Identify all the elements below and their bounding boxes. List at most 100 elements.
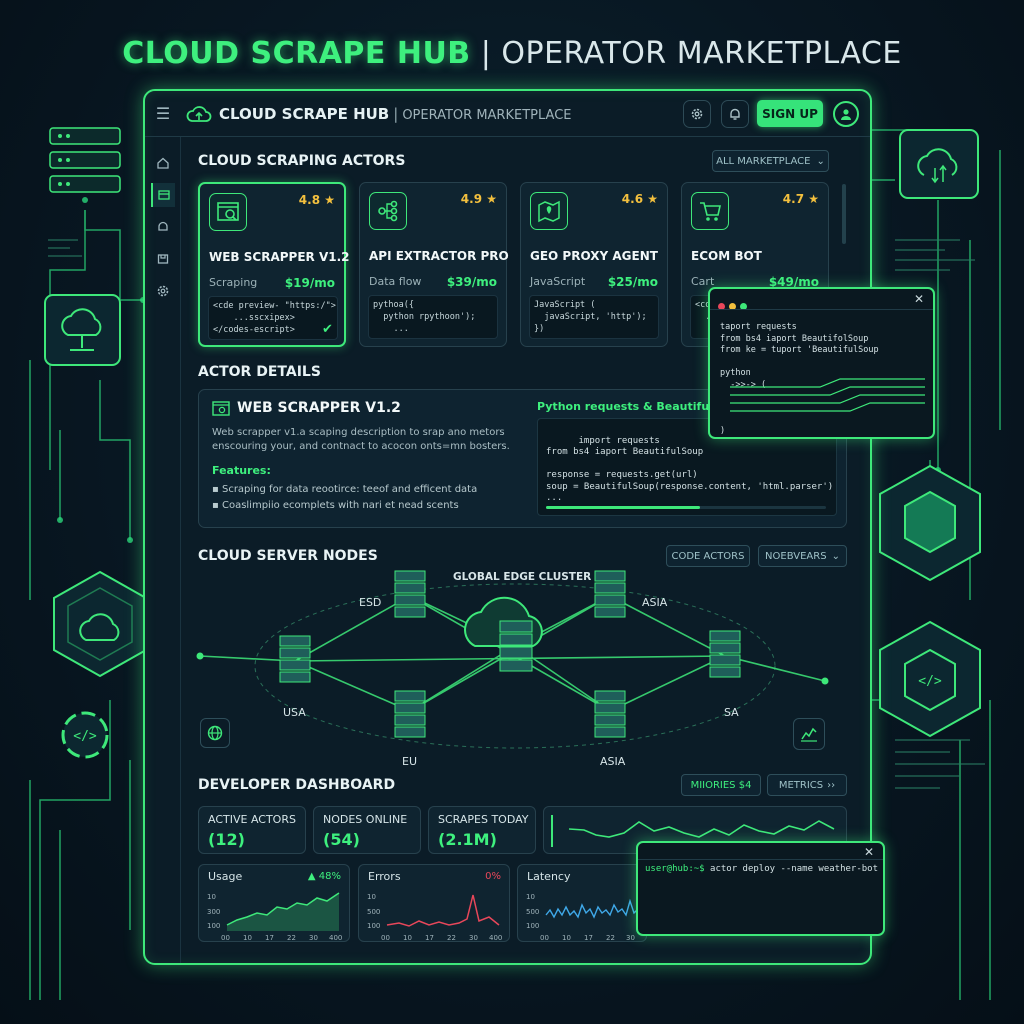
actor-price: $49/mo xyxy=(768,275,819,289)
actor-name: API EXTRACTOR PRO xyxy=(369,249,509,263)
globe-icon xyxy=(207,725,223,741)
stat-value: (2.1M) xyxy=(438,830,497,849)
scrollbar[interactable] xyxy=(842,184,846,244)
popup-code-text: taport requests from bs4 iaport Beautifo… xyxy=(720,322,879,436)
app-title-sep: | xyxy=(393,104,399,123)
check-icon: ✔ xyxy=(322,322,333,337)
errors-chart: Errors 0% 10 500 100 00 10 17 22 30 400 xyxy=(358,864,510,942)
sidebar-item-packages[interactable] xyxy=(151,247,175,271)
y-tick: 500 xyxy=(526,908,539,916)
code-popup-window[interactable]: ✕ taport requests from bs4 iaport Beauti… xyxy=(708,287,935,439)
server-node-usa[interactable] xyxy=(279,635,311,683)
actor-name: ECOM BOT xyxy=(691,249,762,263)
code-snippet-text: import requests from bs4 iaport Beautifu… xyxy=(546,435,834,504)
web-scraper-icon xyxy=(212,401,230,416)
actor-name: GEO PROXY AGENT xyxy=(530,249,658,263)
app-title-main: CLOUD SCRAPE HUB xyxy=(219,104,390,123)
chart-label: Usage xyxy=(208,870,243,883)
node-label-usa: USA xyxy=(283,706,306,719)
app-title: CLOUD SCRAPE HUB|OPERATOR MARKETPLACE xyxy=(219,105,571,123)
nodes-dropdown[interactable]: NOEBVEARS⌄ xyxy=(758,545,847,567)
close-icon[interactable]: ✕ xyxy=(863,845,874,859)
server-node-asia-south[interactable] xyxy=(594,690,626,738)
package-icon xyxy=(157,254,169,264)
x-tick: 10 xyxy=(403,934,412,942)
sign-up-button[interactable]: SIGN UP xyxy=(757,100,823,127)
y-tick: 10 xyxy=(367,893,376,901)
actor-card-geo-proxy[interactable]: 4.6 ★ GEO PROXY AGENT JavaScript $25/mo … xyxy=(520,182,668,347)
server-node-eu[interactable] xyxy=(394,690,426,738)
metrics-button[interactable]: METRICS›› xyxy=(767,774,847,796)
memories-button[interactable]: MIIORIES $4 xyxy=(681,774,761,796)
terminal-command: actor deploy --name weather-bot xyxy=(710,864,879,874)
analytics-button[interactable] xyxy=(793,718,825,750)
actor-card-web-scrapper[interactable]: 4.8 ★ WEB SCRAPPER V1.2 Scraping $19/mo … xyxy=(198,182,349,347)
server-node-esd[interactable] xyxy=(394,570,426,618)
sidebar-item-home[interactable] xyxy=(151,151,175,175)
gear-icon xyxy=(157,285,169,297)
poster-title-main: CLOUD SCRAPE HUB xyxy=(122,36,471,71)
sidebar-item-alerts[interactable] xyxy=(151,215,175,239)
node-label-asia-south: ASIA xyxy=(600,755,626,768)
dashboard-section-title: DEVELOPER DASHBOARD xyxy=(198,777,396,793)
usage-chart: Usage ▲ 48% 10 300 100 00 10 17 22 30 40… xyxy=(198,864,350,942)
close-icon[interactable]: ✕ xyxy=(913,292,924,306)
settings-button[interactable] xyxy=(683,100,711,128)
x-tick: 00 xyxy=(381,934,390,942)
gear-icon xyxy=(691,108,703,120)
actor-card-api-extractor[interactable]: 4.9 ★ API EXTRACTOR PRO Data flow $39/mo… xyxy=(359,182,509,347)
cart-icon xyxy=(691,192,729,230)
x-tick: 00 xyxy=(221,934,230,942)
code-progress-bar xyxy=(546,506,826,509)
sidebar-item-settings[interactable] xyxy=(151,279,175,303)
poster-title-sub: OPERATOR MARKETPLACE xyxy=(501,36,902,71)
y-tick: 300 xyxy=(207,908,220,916)
map-icon xyxy=(530,192,568,230)
code-actors-button[interactable]: CODE ACTORS xyxy=(666,545,750,567)
notifications-button[interactable] xyxy=(721,100,749,128)
x-tick: 30 xyxy=(469,934,478,942)
terminal-line[interactable]: user@hub:~$ actor deploy --name weather-… xyxy=(645,864,878,874)
nodes-section-title: CLOUD SERVER NODES xyxy=(198,548,378,564)
y-tick: 100 xyxy=(367,922,380,930)
app-window: ☰ CLOUD SCRAPE HUB|OPERATOR MARKETPLACE … xyxy=(143,89,872,965)
avatar[interactable] xyxy=(833,101,859,127)
global-edge-cluster[interactable] xyxy=(464,596,543,672)
actor-price: $39/mo xyxy=(446,275,497,289)
close-dot[interactable] xyxy=(718,303,725,310)
actor-price: $19/mo xyxy=(284,276,335,290)
x-tick: 17 xyxy=(265,934,274,942)
rating-badge: 4.8 ★ xyxy=(298,193,335,207)
terminal-window[interactable]: ✕ user@hub:~$ actor deploy --name weathe… xyxy=(636,841,885,936)
features-label: Features: xyxy=(212,464,271,477)
globe-button[interactable] xyxy=(200,718,230,748)
flow-icon xyxy=(369,192,407,230)
server-node-asia-north[interactable] xyxy=(594,570,626,618)
metrics-label: METRICS xyxy=(778,779,824,791)
x-tick: 00 xyxy=(540,934,549,942)
actors-section-title: CLOUD SCRAPING ACTORS xyxy=(198,153,406,169)
actor-price: $25/mo xyxy=(607,275,658,289)
x-tick: 400 xyxy=(489,934,502,942)
menu-icon[interactable]: ☰ xyxy=(155,104,171,123)
rating-badge: 4.9 ★ xyxy=(460,192,497,206)
x-tick: 17 xyxy=(425,934,434,942)
x-tick: 22 xyxy=(287,934,296,942)
bell-icon xyxy=(730,108,740,120)
stat-nodes-online: NODES ONLINE(54) xyxy=(313,806,421,854)
feature-item: ▪ Coaslimpiio ecomplets with nari et nea… xyxy=(212,500,459,511)
y-tick: 500 xyxy=(367,908,380,916)
marketplace-filter-dropdown[interactable]: ALL MARKETPLACE ⌄ xyxy=(712,150,829,172)
x-tick: 22 xyxy=(447,934,456,942)
minimize-dot[interactable] xyxy=(729,303,736,310)
server-node-sa[interactable] xyxy=(709,630,741,678)
maximize-dot[interactable] xyxy=(740,303,747,310)
chart-delta: ▲ 48% xyxy=(307,871,341,882)
stat-label: ACTIVE ACTORS xyxy=(208,813,296,826)
code-preview: <cde preview- "https:/"> ...sscxipex> </… xyxy=(208,296,338,340)
details-description: Web scrapper v1.a scaping description to… xyxy=(212,427,510,452)
node-network-map xyxy=(196,570,829,749)
sidebar-item-marketplace[interactable] xyxy=(151,183,175,207)
y-tick: 100 xyxy=(207,922,220,930)
